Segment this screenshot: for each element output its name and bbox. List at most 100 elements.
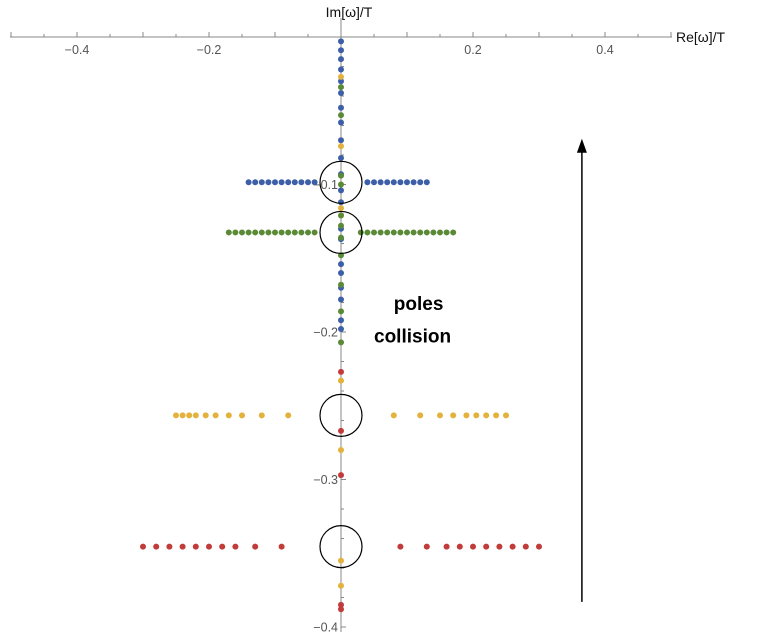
pole-point (456, 543, 463, 550)
pole-point (473, 412, 480, 419)
pole-point (364, 229, 371, 236)
pole-point (384, 229, 391, 236)
pole-point (377, 179, 384, 186)
pole-point (338, 281, 344, 288)
pole-point (404, 229, 410, 236)
pole-point (338, 112, 344, 119)
pole-point (522, 543, 529, 550)
x-tick-label: −0.2 (197, 43, 222, 57)
arrow-head (576, 138, 587, 153)
pole-point (219, 543, 226, 550)
pole-point (536, 543, 542, 550)
pole-point (410, 179, 417, 186)
pole-point (338, 172, 344, 179)
pole-point (258, 229, 265, 236)
pole-point (285, 412, 292, 419)
y-tick-label: −0.2 (313, 326, 338, 340)
pole-point (450, 229, 457, 236)
pole-point (338, 339, 344, 346)
pole-point (291, 179, 298, 186)
pole-point (483, 543, 490, 550)
collision-circle (319, 393, 363, 437)
x-tick-label: −0.4 (65, 43, 90, 57)
pole-point (496, 543, 503, 550)
pole-point (338, 601, 344, 608)
pole-point (364, 179, 371, 186)
pole-point (245, 179, 252, 186)
x-tick-label: 0.4 (596, 43, 613, 57)
pole-point (285, 179, 292, 186)
pole-point (338, 181, 344, 188)
pole-point (450, 412, 457, 419)
pole-point (338, 317, 344, 324)
pole-point (417, 179, 424, 186)
pole-point (509, 543, 516, 550)
pole-point (311, 229, 318, 236)
pole-point (423, 229, 430, 236)
pole-point (397, 179, 404, 186)
pole-point (397, 543, 404, 550)
pole-point (410, 229, 417, 236)
pole-point (443, 543, 450, 550)
pole-points (140, 38, 542, 613)
collision-circle (319, 525, 363, 569)
pole-point (338, 119, 344, 126)
pole-point (338, 66, 344, 73)
pole-point (338, 212, 344, 219)
pole-point (278, 543, 285, 550)
pole-point (252, 179, 259, 186)
pole-point (338, 222, 344, 229)
pole-point (338, 326, 344, 333)
pole-point (338, 38, 344, 45)
pole-point (202, 412, 209, 419)
pole-point (272, 229, 278, 236)
pole-point (265, 179, 272, 186)
pole-point (186, 412, 193, 419)
pole-point (338, 261, 344, 268)
pole-point (463, 412, 470, 419)
pole-point (338, 377, 344, 384)
pole-point (338, 234, 344, 241)
direction-arrow (576, 138, 587, 602)
pole-point (430, 229, 437, 236)
y-tick-label: −0.3 (313, 473, 338, 487)
pole-point (338, 606, 344, 613)
pole-point (377, 229, 384, 236)
pole-point (245, 229, 252, 236)
pole-point (305, 229, 311, 236)
pole-point (166, 543, 173, 550)
pole-point (338, 582, 344, 589)
collision-circles (319, 160, 363, 569)
pole-point (311, 179, 318, 186)
collision-circle (319, 210, 363, 255)
x-axis-label: Re[ω]/T (676, 29, 725, 45)
pole-point (232, 543, 239, 550)
pole-point (338, 104, 344, 111)
pole-point (483, 412, 490, 419)
pole-point (239, 229, 245, 236)
pole-point (437, 229, 443, 236)
pole-point (278, 229, 285, 236)
pole-point (338, 56, 344, 63)
y-axis-label: Im[ω]/T (326, 4, 373, 20)
pole-point (423, 179, 430, 186)
pole-point (338, 47, 344, 54)
pole-point (338, 557, 344, 564)
pole-point (179, 543, 186, 550)
pole-point (338, 143, 344, 150)
pole-point (338, 154, 344, 161)
pole-point (338, 187, 344, 194)
pole-point (258, 412, 265, 419)
pole-point (338, 368, 344, 375)
pole-point (298, 179, 305, 186)
annotation-text: poles (394, 294, 444, 315)
pole-point (232, 229, 239, 236)
annotation-text: collision (374, 326, 451, 347)
pole-point (338, 270, 344, 276)
pole-point (265, 229, 272, 236)
pole-point (338, 205, 344, 212)
pole-point (338, 84, 344, 91)
